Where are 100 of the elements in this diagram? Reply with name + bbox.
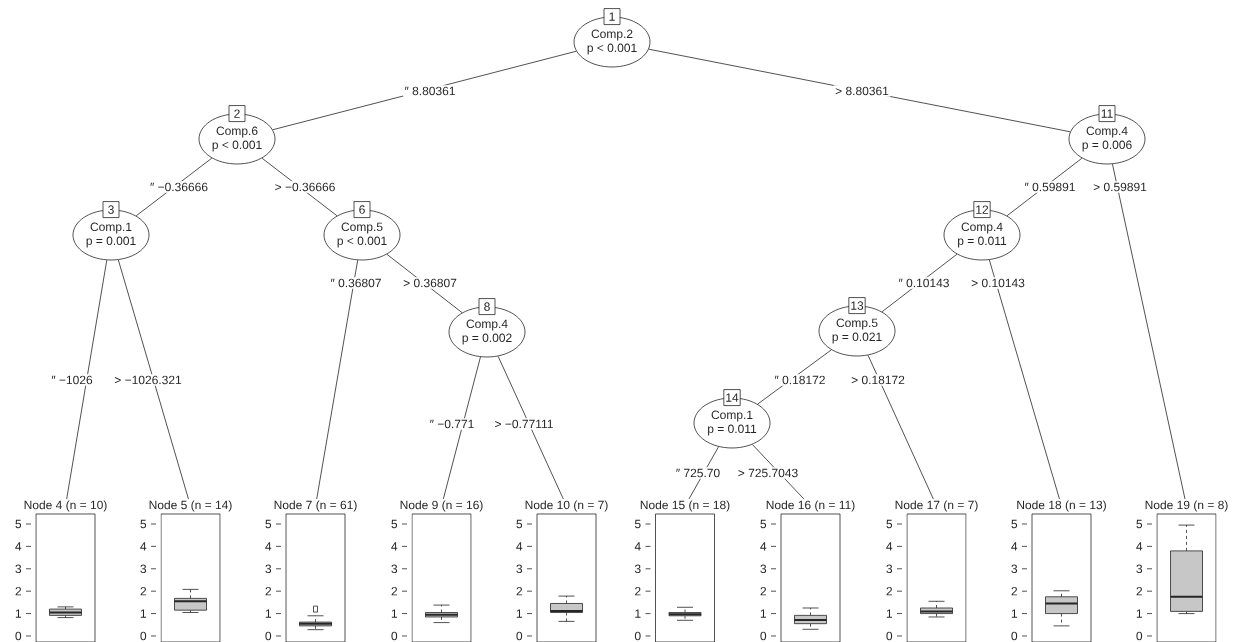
tick-label: 3 — [760, 564, 767, 574]
split-node: Comp.2 p < 0.001 1 — [573, 8, 651, 68]
branch-line — [497, 355, 564, 500]
tick-label: 1 — [886, 609, 892, 618]
tick-label: 2 — [1011, 587, 1017, 596]
tick-label: 5 — [1136, 519, 1143, 529]
plot-heading: Node 9 (n = 16) — [398, 499, 485, 513]
tick-label: 4 — [15, 542, 22, 551]
plot-heading: Node 7 (n = 61) — [272, 499, 359, 513]
tick-label: 0 — [886, 631, 893, 641]
edge-label: ″ 8.80361 — [403, 85, 457, 97]
edge-label: ″ 725.70 — [674, 467, 722, 479]
tick-label: 0 — [1136, 631, 1143, 641]
split-node: Comp.4 p = 0.002 8 — [448, 298, 526, 358]
split-node: Comp.1 p = 0.001 3 — [72, 201, 150, 261]
tick-label: 1 — [140, 609, 146, 618]
tick-label: 3 — [140, 564, 147, 574]
tick-label: 4 — [1011, 542, 1018, 551]
plot-heading: Node 16 (n = 11) — [764, 499, 857, 513]
edge-label: > −0.36666 — [273, 181, 337, 193]
split-node: Comp.4 p = 0.011 12 — [943, 201, 1021, 261]
tick-label: 5 — [140, 519, 147, 529]
edge-label: > 0.36807 — [401, 277, 459, 289]
branch-line — [867, 354, 934, 500]
edge-label: > −0.77111 — [493, 418, 555, 430]
edge-label: ″ −0.36666 — [148, 181, 210, 193]
tick-label: 2 — [886, 587, 892, 596]
tick-label: 1 — [635, 609, 641, 618]
tick-label: 5 — [1011, 519, 1018, 529]
plot-heading: Node 19 (n = 8) — [1143, 499, 1230, 513]
tick-label: 2 — [140, 587, 146, 596]
edge-label: ″ 0.18172 — [773, 374, 827, 386]
branch-line — [316, 259, 359, 500]
tick-label: 5 — [760, 519, 767, 529]
edge-label: ″ 0.10143 — [897, 277, 951, 289]
tick-label: 0 — [516, 631, 523, 641]
tick-label: 2 — [760, 587, 766, 596]
tick-label: 3 — [1136, 564, 1143, 574]
split-node: Comp.6 p < 0.001 2 — [198, 105, 276, 165]
tick-label: 0 — [634, 631, 641, 641]
tick-label: 0 — [140, 631, 147, 641]
split-node: Comp.1 p = 0.011 14 — [693, 389, 771, 449]
tick-label: 0 — [760, 631, 767, 641]
plot-heading: Node 15 (n = 18) — [638, 499, 732, 513]
tick-label: 5 — [634, 519, 641, 529]
edge-label: > 0.18172 — [849, 374, 907, 386]
branch-line — [1112, 163, 1186, 500]
tick-label: 1 — [760, 609, 766, 618]
tick-label: 1 — [516, 609, 522, 618]
branch-line — [117, 259, 189, 500]
tick-label: 5 — [886, 519, 893, 529]
tick-label: 1 — [15, 609, 22, 618]
tick-label: 4 — [1136, 542, 1143, 551]
edge-label: > 0.10143 — [969, 277, 1027, 289]
plot-heading: Node 10 (n = 7) — [523, 499, 610, 513]
tick-label: 1 — [1136, 609, 1142, 618]
plot-heading: Node 5 (n = 14) — [147, 499, 234, 513]
tick-label: 1 — [391, 609, 397, 618]
plot-heading: Node 17 (n = 7) — [893, 499, 980, 513]
tick-label: 4 — [140, 542, 147, 551]
tick-label: 1 — [1011, 609, 1017, 618]
tick-label: 0 — [15, 631, 22, 641]
edge-label: ″ 0.36807 — [329, 277, 383, 289]
tick-label: 2 — [391, 587, 397, 596]
tick-label: 5 — [265, 519, 272, 529]
tick-label: 3 — [265, 564, 272, 574]
plot-heading: Node 18 (n = 13) — [1015, 499, 1108, 513]
tick-label: 4 — [760, 542, 767, 551]
split-node: Comp.5 p = 0.021 13 — [818, 297, 896, 357]
tick-label: 2 — [265, 587, 271, 596]
tick-label: 4 — [265, 542, 272, 551]
tick-label: 3 — [1011, 564, 1018, 574]
tick-label: 5 — [391, 519, 398, 529]
tick-label: 5 — [15, 519, 22, 529]
tick-label: 0 — [265, 631, 272, 641]
tick-label: 1 — [265, 609, 271, 618]
edge-label: ″ −0.771 — [428, 418, 476, 430]
tick-label: 3 — [391, 564, 398, 574]
tick-label: 2 — [15, 587, 21, 596]
plot-heading: Node 4 (n = 10) — [22, 499, 109, 513]
tick-label: 2 — [635, 587, 641, 596]
edge-label: ″ 0.59891 — [1023, 181, 1077, 193]
edge-label: > −1026.321 — [112, 374, 184, 386]
split-node: Comp.4 p = 0.006 11 — [1068, 105, 1146, 165]
branch-line — [988, 259, 1060, 500]
tick-label: 4 — [634, 542, 641, 551]
tick-label: 0 — [1011, 631, 1018, 641]
tick-label: 3 — [634, 564, 641, 574]
tick-label: 3 — [886, 564, 893, 574]
tick-label: 2 — [1136, 587, 1142, 596]
tick-label: 3 — [15, 564, 22, 574]
tick-label: 0 — [391, 631, 398, 641]
split-node: Comp.5 p < 0.001 6 — [323, 201, 401, 261]
tick-label: 3 — [516, 564, 523, 574]
edge-label: > 725.7043 — [736, 467, 800, 479]
edge-label: > 0.59891 — [1091, 181, 1149, 193]
tick-label: 2 — [516, 587, 522, 596]
tick-label: 5 — [516, 519, 523, 529]
tick-label: 4 — [886, 542, 893, 551]
edge-label: ″ −1026 — [49, 374, 95, 386]
